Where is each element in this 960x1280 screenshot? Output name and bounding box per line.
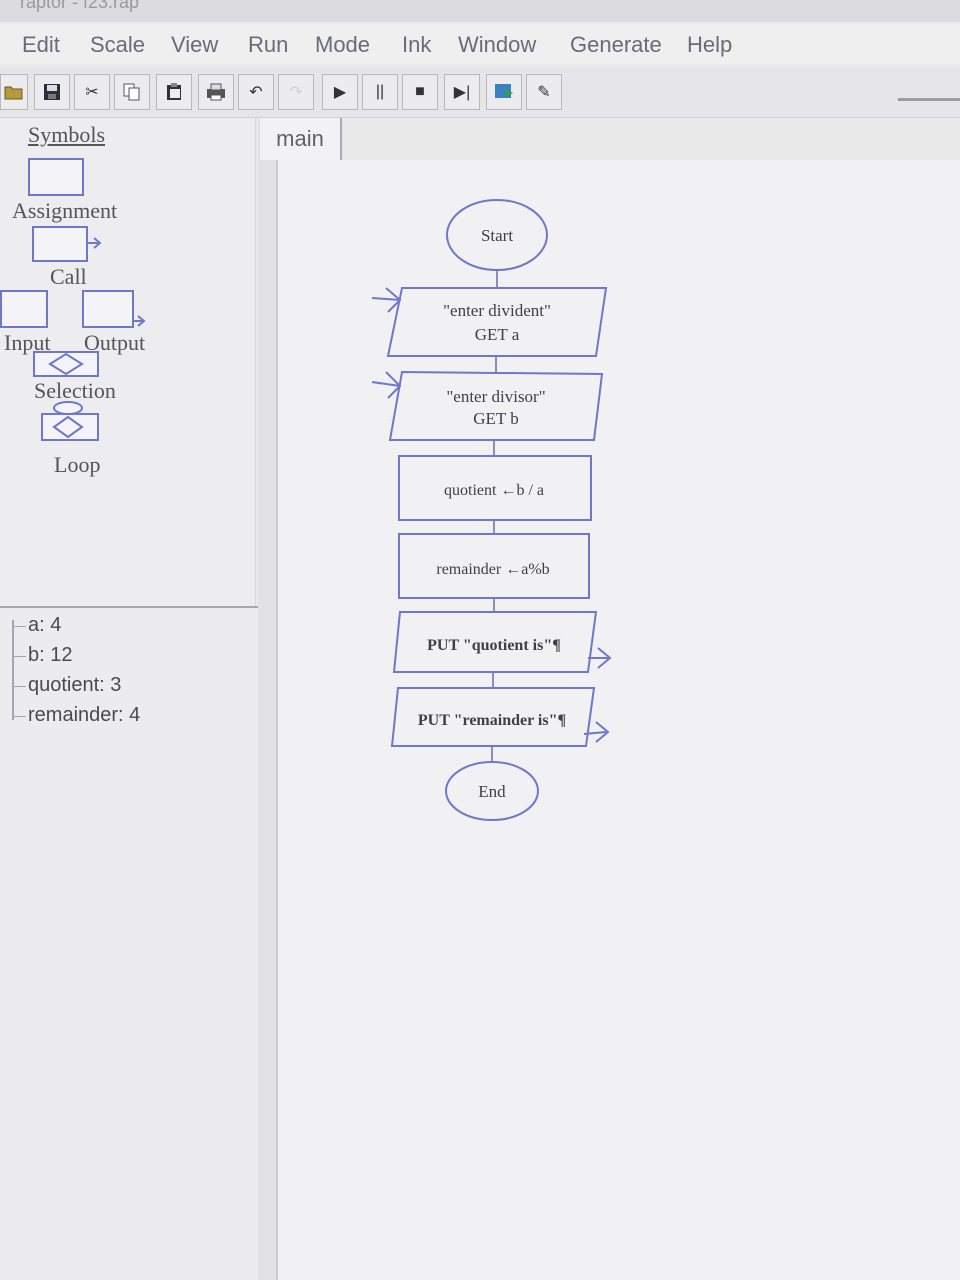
assign-quotient-label: quotient ←b / a	[444, 482, 544, 499]
end-label: End	[478, 782, 506, 801]
menu-view[interactable]: View	[171, 32, 219, 57]
flowchart-canvas[interactable]: Start "enter divident" GET a "enter divi…	[278, 160, 960, 1280]
assign-remainder-label: remainder ←a%b	[436, 561, 549, 578]
open-icon[interactable]	[0, 74, 28, 110]
assignment-symbol[interactable]	[28, 158, 84, 196]
assignment-label: Assignment	[12, 198, 118, 223]
undo-icon[interactable]: ↶	[238, 74, 274, 110]
input-2-prompt: "enter divisor"	[446, 387, 545, 406]
step-icon[interactable]: ▶|	[444, 74, 480, 110]
save-icon[interactable]	[34, 74, 70, 110]
menu-window[interactable]: Window	[458, 32, 537, 57]
input-1-var: GET a	[475, 325, 520, 344]
menu-ink[interactable]: Ink	[402, 32, 432, 57]
menu-mode[interactable]: Mode	[315, 32, 371, 57]
run-icon[interactable]: ▶	[322, 74, 358, 110]
input-1-arrow-icon	[371, 287, 402, 313]
tab-main[interactable]: main	[260, 118, 342, 160]
cut-glyph: ✂	[85, 84, 99, 101]
title-bar: raptor - f23.rap	[0, 0, 960, 22]
watch-item-a: a: 4	[12, 614, 61, 637]
execute-icon[interactable]	[486, 74, 522, 110]
output-block-2[interactable]	[390, 687, 596, 747]
output-2-arrow-icon	[583, 721, 610, 743]
assignment-block-remainder[interactable]	[398, 533, 590, 599]
menu-help[interactable]: Help	[687, 32, 733, 57]
pause-icon[interactable]: ||	[362, 74, 398, 110]
toolbar-divider	[898, 98, 960, 101]
menu-edit[interactable]: Edit	[22, 32, 60, 57]
output-label: Output	[84, 330, 146, 355]
menu-run[interactable]: Run	[248, 32, 289, 57]
start-terminal[interactable]	[446, 199, 548, 271]
input-symbol[interactable]	[0, 290, 48, 328]
pen-icon[interactable]: ✎	[526, 74, 562, 110]
print-icon[interactable]	[198, 74, 234, 110]
watch-item-remainder: remainder: 4	[12, 704, 140, 727]
symbols-title: Symbols	[28, 122, 106, 147]
call-arrow-icon	[88, 237, 102, 249]
input-block-1[interactable]	[386, 287, 608, 357]
redo-glyph: ↷	[289, 84, 303, 101]
stop-glyph: ■	[415, 83, 425, 100]
menu-bar: Edit Scale View Run Mode Ink Window Gene…	[0, 24, 960, 64]
output-2-label: PUT "remainder is"¶	[418, 712, 566, 729]
copy-icon[interactable]	[114, 74, 150, 110]
loop-label: Loop	[54, 452, 101, 477]
input-block-2[interactable]	[388, 370, 604, 441]
watch-panel: a: 4 b: 12 quotient: 3 remainder: 4	[0, 606, 258, 1280]
symbols-panel: Symbols Assignment Call Input Output Sel…	[0, 118, 256, 606]
output-block-1[interactable]	[392, 611, 598, 673]
menu-generate[interactable]: Generate	[570, 32, 662, 57]
loop-symbol[interactable]	[38, 400, 104, 444]
redo-icon[interactable]: ↷	[278, 74, 314, 110]
stop-icon[interactable]: ■	[402, 74, 438, 110]
start-label: Start	[481, 226, 513, 245]
step-glyph: ▶|	[453, 84, 471, 101]
watch-item-quotient: quotient: 3	[12, 674, 121, 697]
menu-scale[interactable]: Scale	[90, 32, 146, 57]
output-1-label: PUT "quotient is"¶	[427, 637, 561, 654]
selection-label: Selection	[34, 378, 116, 403]
run-glyph: ▶	[333, 84, 347, 101]
end-terminal[interactable]	[445, 761, 539, 821]
input-1-prompt: "enter divident"	[443, 301, 551, 320]
cut-icon[interactable]: ✂	[74, 74, 110, 110]
toolbar: ✂ ↶ ↷ ▶ || ■ ▶| ✎	[0, 68, 960, 118]
input-2-var: GET b	[473, 409, 519, 428]
input-2-arrow-icon	[371, 371, 402, 399]
flowchart: Start "enter divident" GET a "enter divi…	[371, 199, 612, 821]
watch-tree-line	[12, 620, 14, 720]
assignment-block-quotient[interactable]	[398, 455, 592, 521]
selection-symbol[interactable]	[30, 350, 102, 380]
window-title: raptor - f23.rap	[20, 0, 140, 12]
output-symbol[interactable]	[82, 290, 134, 328]
paste-icon[interactable]	[156, 74, 192, 110]
panel-splitter[interactable]	[258, 118, 278, 1280]
pen-glyph: ✎	[537, 84, 551, 101]
input-label: Input	[4, 330, 51, 355]
pause-glyph: ||	[375, 83, 385, 100]
output-arrow-icon	[132, 315, 146, 327]
watch-item-b: b: 12	[12, 644, 72, 667]
undo-glyph: ↶	[249, 84, 263, 101]
call-label: Call	[50, 264, 87, 289]
output-1-arrow-icon	[588, 647, 612, 669]
call-symbol[interactable]	[32, 226, 88, 262]
